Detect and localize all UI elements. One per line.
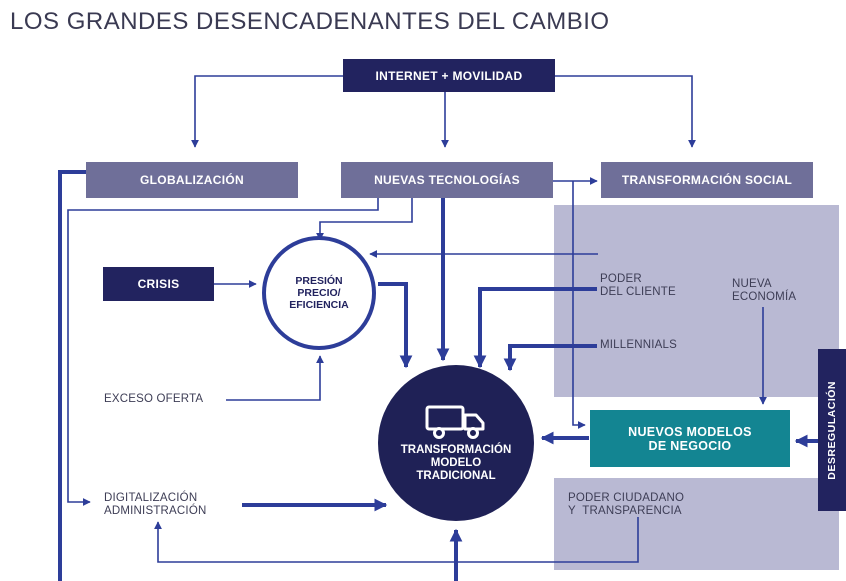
desregulacion-label: DESREGULACIÓN (826, 380, 838, 480)
poder-ciudadano-label: PODER CIUDADANO Y TRANSPARENCIA (568, 492, 685, 517)
presion-precio-circle: PRESIÓN PRECIO/ EFICIENCIA (262, 236, 376, 350)
page-title: LOS GRANDES DESENCADENANTES DEL CAMBIO (10, 8, 610, 35)
presion-precio-label: PRESIÓN PRECIO/ EFICIENCIA (289, 275, 349, 311)
poder-cliente-label: PODER DEL CLIENTE (600, 273, 676, 298)
digitalizacion-label: DIGITALIZACIÓN ADMINISTRACIÓN (104, 492, 207, 517)
social-panel (554, 205, 839, 397)
nuevos-modelos-box: NUEVOS MODELOS DE NEGOCIO (590, 410, 790, 467)
transformacion-social-box: TRANSFORMACIÓN SOCIAL (601, 162, 813, 198)
transformacion-modelo-label: TRANSFORMACIÓN MODELO TRADICIONAL (400, 443, 512, 482)
internet-movilidad-box: INTERNET + MOVILIDAD (343, 59, 555, 92)
millennials-label: MILLENNIALS (600, 339, 677, 351)
desregulacion-box: DESREGULACIÓN (818, 349, 846, 511)
truck-icon (425, 405, 485, 439)
crisis-box: CRISIS (103, 267, 214, 301)
nueva-economia-label: NUEVA ECONOMÍA (732, 278, 797, 303)
nuevas-tecnologias-box: NUEVAS TECNOLOGÍAS (341, 162, 553, 198)
exceso-oferta-label: EXCESO OFERTA (104, 393, 204, 405)
globalizacion-box: GLOBALIZACIÓN (86, 162, 298, 198)
ciudadano-panel (554, 478, 839, 570)
transformacion-modelo-circle: TRANSFORMACIÓN MODELO TRADICIONAL (378, 365, 534, 521)
